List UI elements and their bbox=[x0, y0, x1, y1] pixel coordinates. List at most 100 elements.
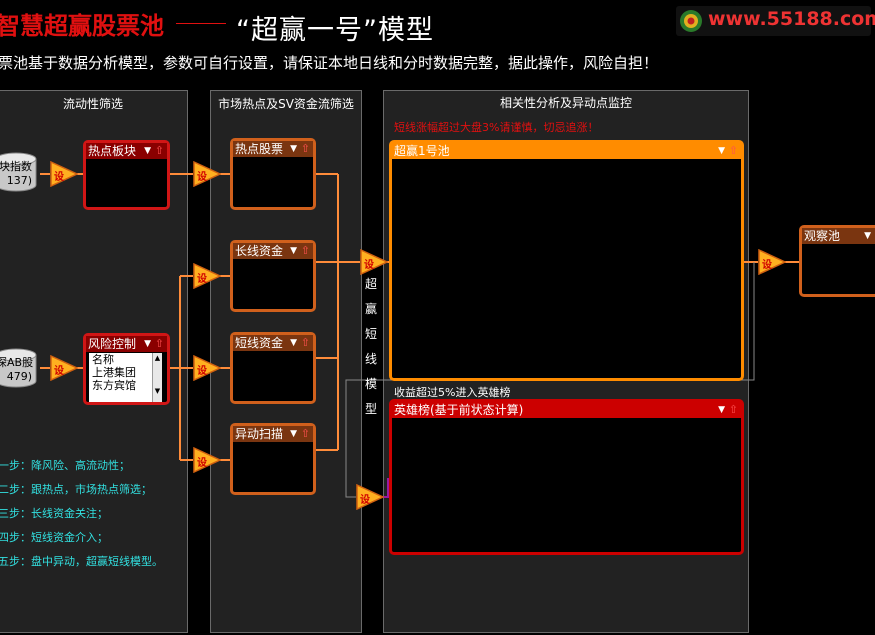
filter-gate-1[interactable]: 设 bbox=[50, 160, 79, 188]
logo-text: www.55188.com bbox=[708, 8, 875, 30]
anomaly-scan-header: 异动扫描 ▼ ⇧ bbox=[233, 426, 313, 442]
vertical-char: 型 bbox=[364, 402, 377, 416]
dropdown-icon[interactable]: ▼ bbox=[864, 231, 871, 241]
warning-text: 短线涨幅超过大盘3%请谨慎，切忌追涨！ bbox=[394, 121, 599, 134]
anomaly-scan-box[interactable]: 异动扫描 ▼ ⇧ bbox=[230, 423, 316, 495]
model-title: “超赢一号”模型 bbox=[236, 15, 434, 46]
gate-label: 设 bbox=[197, 366, 207, 377]
filter-gate-6[interactable]: 设 bbox=[193, 446, 222, 474]
source-top-label[interactable]: 块指数 137) bbox=[0, 160, 32, 188]
gate-label: 设 bbox=[197, 274, 207, 285]
short-funds-title: 短线资金 bbox=[235, 336, 284, 350]
triangle-icon bbox=[758, 248, 787, 276]
dropdown-icon[interactable]: ▼ bbox=[144, 339, 151, 349]
up-arrow-icon[interactable]: ⇧ bbox=[154, 144, 164, 157]
filter-gate-2[interactable]: 设 bbox=[50, 354, 79, 382]
filter-gate-8[interactable]: 设 bbox=[758, 248, 787, 276]
vertical-char: 超 bbox=[364, 277, 377, 291]
step-2: 二步：跟热点，市场热点筛选； bbox=[0, 483, 152, 496]
short-funds-box[interactable]: 短线资金 ▼ ⇧ bbox=[230, 332, 316, 404]
hot-sector-box[interactable]: 热点板块 ▼ ⇧ bbox=[83, 140, 170, 210]
hot-stocks-title: 热点股票 bbox=[235, 142, 284, 156]
dropdown-icon[interactable]: ▼ bbox=[718, 405, 725, 415]
up-arrow-icon[interactable]: ⇧ bbox=[300, 142, 310, 155]
up-arrow-icon[interactable]: ⇧ bbox=[728, 144, 738, 157]
up-arrow-icon[interactable]: ⇧ bbox=[300, 427, 310, 440]
triangle-icon bbox=[193, 446, 222, 474]
gate-label: 设 bbox=[197, 172, 207, 183]
filter-gate-5[interactable]: 设 bbox=[193, 354, 222, 382]
hot-stocks-box[interactable]: 热点股票 ▼ ⇧ bbox=[230, 138, 316, 210]
heroes-title: 英雄榜(基于前状态计算) bbox=[394, 403, 524, 417]
vertical-char: 线 bbox=[364, 352, 377, 366]
hot-stocks-header: 热点股票 ▼ ⇧ bbox=[233, 141, 313, 157]
page-title: 智慧超赢股票池 bbox=[0, 12, 164, 40]
correlation-panel-title: 相关性分析及异动点监控 bbox=[499, 96, 632, 110]
hot-sector-header: 热点板块 ▼ ⇧ bbox=[86, 143, 167, 159]
step-1: 一步：降风险、高流动性； bbox=[0, 459, 130, 472]
long-funds-title: 长线资金 bbox=[235, 244, 284, 258]
list-header: 名称 bbox=[89, 353, 162, 366]
triangle-icon bbox=[360, 248, 389, 276]
triangle-icon bbox=[193, 262, 222, 290]
risk-stock-list[interactable]: 名称 上港集团 东方宾馆 ▲▼ bbox=[89, 353, 162, 402]
watch-pool-box[interactable]: 观察池 ▼ bbox=[799, 225, 875, 297]
up-arrow-icon[interactable]: ⇧ bbox=[728, 403, 738, 416]
site-logo bbox=[676, 6, 871, 36]
gate-label: 设 bbox=[762, 260, 772, 271]
risk-control-title: 风险控制 bbox=[88, 337, 137, 351]
source-bottom-label[interactable]: 深AB股 479) bbox=[0, 356, 34, 384]
dropdown-icon[interactable]: ▼ bbox=[718, 146, 725, 156]
triangle-icon bbox=[193, 354, 222, 382]
title-separator bbox=[176, 23, 226, 24]
database-icon bbox=[0, 152, 37, 192]
pool1-title: 超赢1号池 bbox=[394, 144, 450, 158]
triangle-icon bbox=[50, 160, 79, 188]
watch-pool-title: 观察池 bbox=[804, 229, 841, 243]
dropdown-icon[interactable]: ▼ bbox=[290, 144, 297, 154]
source-top-name: 块指数 bbox=[0, 160, 32, 173]
source-bottom-count: 479) bbox=[6, 370, 32, 383]
source-bottom-name: 深AB股 bbox=[0, 356, 34, 369]
filter-gate-3[interactable]: 设 bbox=[193, 160, 222, 188]
pool1-header: 超赢1号池 ▼ ⇧ bbox=[392, 143, 741, 159]
vertical-model-label: 超 赢 短 线 模 型 bbox=[363, 272, 379, 422]
dropdown-icon[interactable]: ▼ bbox=[290, 246, 297, 256]
hot-sector-title: 热点板块 bbox=[88, 144, 137, 158]
long-funds-box[interactable]: 长线资金 ▼ ⇧ bbox=[230, 240, 316, 312]
up-arrow-icon[interactable]: ⇧ bbox=[300, 244, 310, 257]
list-item[interactable]: 东方宾馆 bbox=[92, 379, 136, 392]
up-arrow-icon[interactable]: ⇧ bbox=[154, 337, 164, 350]
dropdown-icon[interactable]: ▼ bbox=[290, 429, 297, 439]
page-subtitle: 票池基于数据分析模型，参数可自行设置，请保证本地日线和分时数据完整，据此操作，风… bbox=[0, 54, 659, 72]
up-arrow-icon[interactable]: ⇧ bbox=[300, 336, 310, 349]
risk-control-box[interactable]: 风险控制 ▼ ⇧ 名称 上港集团 东方宾馆 ▲▼ bbox=[83, 333, 170, 405]
hero-note: 收益超过5%进入英雄榜 bbox=[394, 386, 511, 399]
heroes-box[interactable]: 英雄榜(基于前状态计算) ▼ ⇧ bbox=[389, 399, 744, 555]
dropdown-icon[interactable]: ▼ bbox=[290, 338, 297, 348]
dropdown-icon[interactable]: ▼ bbox=[144, 146, 151, 156]
list-item[interactable]: 上港集团 bbox=[92, 366, 136, 379]
scrollbar[interactable]: ▲▼ bbox=[152, 353, 162, 402]
watch-pool-header: 观察池 ▼ bbox=[802, 228, 875, 244]
pool1-box[interactable]: 超赢1号池 ▼ ⇧ bbox=[389, 140, 744, 381]
market-panel-title: 市场热点及SV资金流筛选 bbox=[218, 97, 354, 111]
long-funds-header: 长线资金 ▼ ⇧ bbox=[233, 243, 313, 259]
vertical-char: 模 bbox=[364, 377, 377, 391]
vertical-char: 短 bbox=[364, 327, 377, 341]
step-3: 三步：长线资金关注； bbox=[0, 507, 108, 520]
gate-label: 设 bbox=[197, 458, 207, 469]
anomaly-scan-title: 异动扫描 bbox=[235, 427, 284, 441]
source-top-count: 137) bbox=[6, 174, 32, 187]
step-4: 四步：短线资金介入； bbox=[0, 531, 108, 544]
gate-label: 设 bbox=[360, 495, 370, 506]
gate-label: 设 bbox=[364, 260, 374, 271]
short-funds-header: 短线资金 ▼ ⇧ bbox=[233, 335, 313, 351]
filter-gate-9[interactable]: 设 bbox=[356, 483, 385, 511]
triangle-icon bbox=[193, 160, 222, 188]
filter-gate-7[interactable]: 设 bbox=[360, 248, 389, 276]
vertical-char: 赢 bbox=[364, 302, 377, 316]
step-5: 五步：盘中异动，超赢短线模型。 bbox=[0, 555, 163, 568]
filter-gate-4[interactable]: 设 bbox=[193, 262, 222, 290]
heroes-header: 英雄榜(基于前状态计算) ▼ ⇧ bbox=[392, 402, 741, 418]
